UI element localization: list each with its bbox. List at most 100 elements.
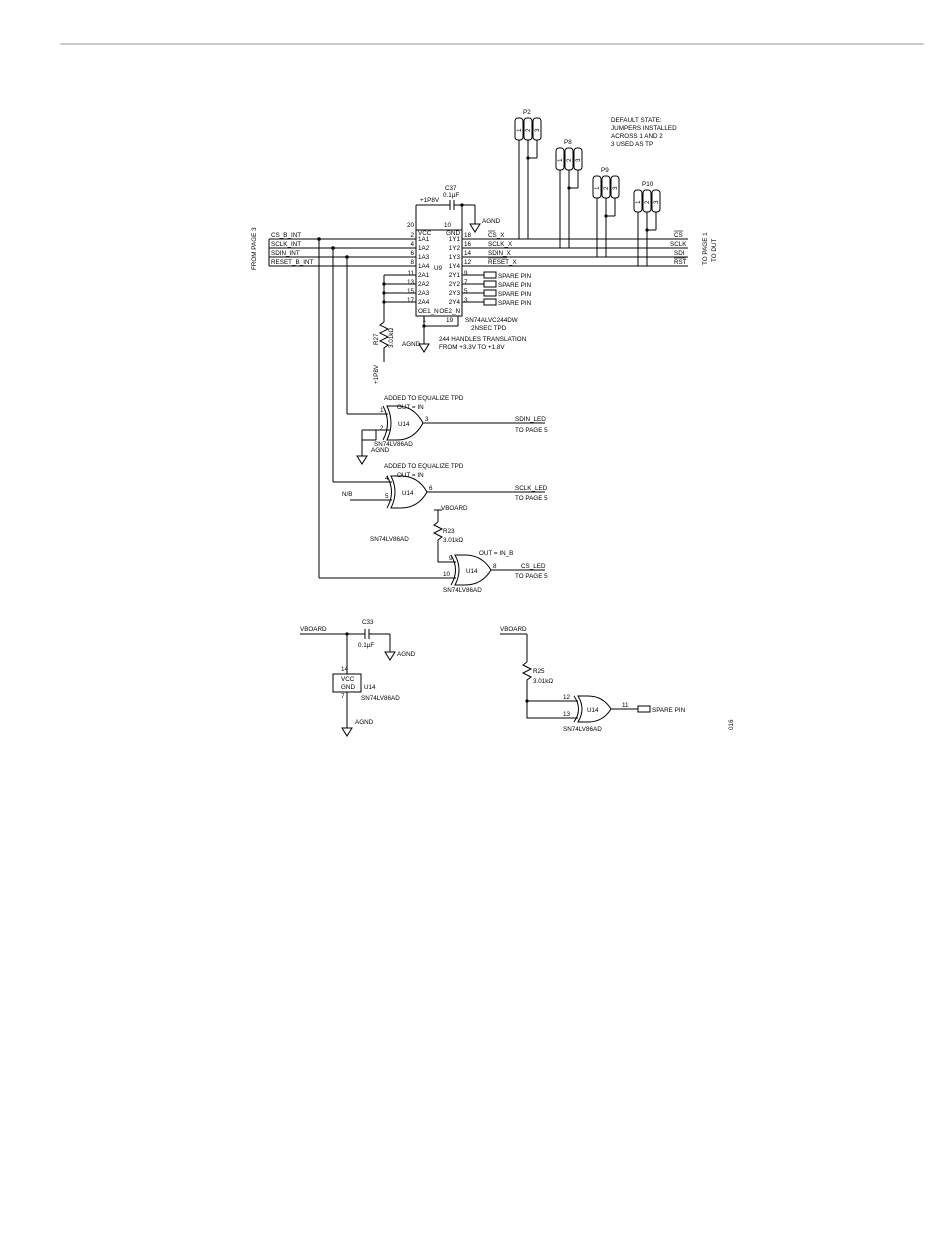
net-cs-b-int: CS_B_INT xyxy=(271,232,301,239)
svg-text:3: 3 xyxy=(612,186,619,190)
svg-text:OE1_N: OE1_N xyxy=(418,308,439,315)
svg-text:1: 1 xyxy=(635,200,642,204)
svg-text:16: 16 xyxy=(464,241,472,248)
u9-right-pins: GND 1Y1 1Y2 1Y3 1Y4 2Y1 2Y2 2Y3 2Y4 OE2_… xyxy=(439,230,460,315)
svg-text:19: 19 xyxy=(446,317,454,324)
svg-text:GND: GND xyxy=(446,230,460,237)
svg-text:8: 8 xyxy=(493,563,497,570)
svg-text:3 USED AS TP: 3 USED AS TP xyxy=(611,141,653,148)
svg-text:AGND: AGND xyxy=(355,719,374,726)
svg-text:2Y2: 2Y2 xyxy=(449,281,461,288)
net-reset-b-int: RESET_B_INT xyxy=(271,259,313,266)
jumper-p8: P8 1 2 3 xyxy=(555,139,583,248)
svg-text:SN74LV86AD: SN74LV86AD xyxy=(361,695,400,702)
svg-text:2Y1: 2Y1 xyxy=(449,272,461,279)
net-cs-x: CS_X xyxy=(488,232,505,239)
svg-text:JUMPERS INSTALLED: JUMPERS INSTALLED xyxy=(611,125,677,132)
svg-text:1A4: 1A4 xyxy=(418,263,430,270)
svg-text:2: 2 xyxy=(380,425,384,432)
svg-text:5: 5 xyxy=(464,288,468,295)
agnd-symbol xyxy=(384,651,396,661)
c37-rail: +1P8V xyxy=(420,197,440,204)
xor-gate-sdin: U14 AGND SN74LV86AD 1 2 3 ADDED TO EQUAL… xyxy=(356,395,548,465)
svg-text:3.01kΩ: 3.01kΩ xyxy=(443,537,463,544)
u9-part-number: SN74ALVC244DW xyxy=(465,317,518,324)
gate-ref: U14 xyxy=(398,421,410,428)
svg-text:14: 14 xyxy=(341,666,349,673)
gate-function: OUT = IN_B xyxy=(479,550,513,557)
svg-text:17: 17 xyxy=(407,297,415,304)
jumper-p9: P9 1 2 3 xyxy=(592,167,620,257)
svg-text:2: 2 xyxy=(566,158,573,162)
xor-gate-cs: U14 9 10 8 OUT = IN_B CS_LED TO PAGE 5 S… xyxy=(443,550,548,594)
svg-text:3: 3 xyxy=(425,416,429,423)
gate-function: OUT = IN xyxy=(397,404,424,411)
spare-pins-u9: SPARE PIN SPARE PIN SPARE PIN SPARE PIN xyxy=(462,271,532,307)
gate-note: ADDED TO EQUALIZE TPD xyxy=(384,395,464,402)
output-rst: RST xyxy=(674,259,687,266)
svg-text:ACROSS 1 AND 2: ACROSS 1 AND 2 xyxy=(611,133,663,140)
svg-text:2A1: 2A1 xyxy=(418,272,430,279)
svg-text:3: 3 xyxy=(464,297,468,304)
default-state-note: DEFAULT STATE: JUMPERS INSTALLED ACROSS … xyxy=(611,117,677,148)
u9-note-tpd: 2NSEC TPD xyxy=(471,325,507,332)
vboard-label: VBOARD xyxy=(441,505,468,512)
agnd-symbol xyxy=(356,455,368,465)
u9-note-translation: 244 HANDLES TRANSLATION xyxy=(439,336,527,343)
svg-text:1Y2: 1Y2 xyxy=(449,245,461,252)
svg-text:6: 6 xyxy=(410,250,414,257)
svg-text:4: 4 xyxy=(410,241,414,248)
nb-label: N/B xyxy=(342,491,353,498)
offpage-to-label: TO PAGE 1 xyxy=(702,232,709,265)
svg-text:U14: U14 xyxy=(587,707,599,714)
xor-gate-spare: VBOARD R25 3.01kΩ U14 12 13 11 SPARE PIN… xyxy=(500,626,686,733)
r23-pullup: VBOARD R23 3.01kΩ SN74LV86AD xyxy=(370,505,468,563)
u9-left-pins: VCC 1A1 1A2 1A3 1A4 2A1 2A2 2A3 2A4 OE1_… xyxy=(418,230,439,315)
svg-text:1: 1 xyxy=(516,128,523,132)
svg-text:13: 13 xyxy=(407,279,415,286)
svg-text:GND: GND xyxy=(341,684,355,691)
svg-text:R25: R25 xyxy=(533,668,545,675)
svg-text:3: 3 xyxy=(534,128,541,132)
svg-text:7: 7 xyxy=(341,693,345,700)
svg-text:3: 3 xyxy=(653,200,660,204)
gate-ref: U14 xyxy=(402,490,414,497)
net-reset-x: RESET_X xyxy=(488,259,517,266)
svg-text:15: 15 xyxy=(407,288,415,295)
svg-text:18: 18 xyxy=(464,232,472,239)
jumper-p8-ref: P8 xyxy=(564,139,572,146)
u9-outputs: CS_X SCLK_X SDIN_X RESET_X CS SCLK SDI R… xyxy=(462,230,688,267)
svg-text:2: 2 xyxy=(603,186,610,190)
svg-text:2A4: 2A4 xyxy=(418,299,430,306)
svg-text:DEFAULT STATE:: DEFAULT STATE: xyxy=(611,117,662,124)
spare-pin-label: SPARE PIN xyxy=(498,300,532,307)
svg-text:20: 20 xyxy=(407,222,415,229)
svg-text:10: 10 xyxy=(444,222,452,229)
r25-resistor xyxy=(521,661,578,719)
svg-text:1A1: 1A1 xyxy=(418,236,430,243)
net-sdin-int: SDIN_INT xyxy=(271,250,300,257)
dest-label: TO PAGE 5 xyxy=(515,495,548,502)
u9-buffer: U9 VCC 1A1 1A2 1A3 1A4 2A1 2A2 2A3 2A4 O… xyxy=(407,222,527,351)
svg-text:VBOARD: VBOARD xyxy=(300,626,327,633)
net-sclk-led: SCLK_LED xyxy=(515,485,548,492)
svg-text:9: 9 xyxy=(464,270,468,277)
c37-ref: C37 xyxy=(445,185,457,192)
jumper-p2: P2 1 2 3 xyxy=(514,109,542,239)
c33-ref: C33 xyxy=(362,619,374,626)
svg-text:2: 2 xyxy=(525,128,532,132)
svg-text:1: 1 xyxy=(380,407,384,414)
svg-text:2Y4: 2Y4 xyxy=(449,299,461,306)
offpage-from-label: FROM PAGE 3 xyxy=(251,227,258,270)
net-sdin-x: SDIN_X xyxy=(488,250,512,257)
gate-note: ADDED TO EQUALIZE TPD xyxy=(384,463,464,470)
u14-power-block: VBOARD AGND C33 0.1µF VCC GND 14 7 U14 S… xyxy=(300,619,416,737)
svg-text:1Y1: 1Y1 xyxy=(449,236,461,243)
svg-text:1Y3: 1Y3 xyxy=(449,254,461,261)
jumper-p9-ref: P9 xyxy=(601,167,609,174)
net-sdin-led: SDIN_LED xyxy=(515,416,546,423)
svg-text:SN74LV86AD: SN74LV86AD xyxy=(563,726,602,733)
dest-label: TO PAGE 5 xyxy=(515,427,548,434)
svg-text:6: 6 xyxy=(429,485,433,492)
svg-text:AGND: AGND xyxy=(397,651,416,658)
